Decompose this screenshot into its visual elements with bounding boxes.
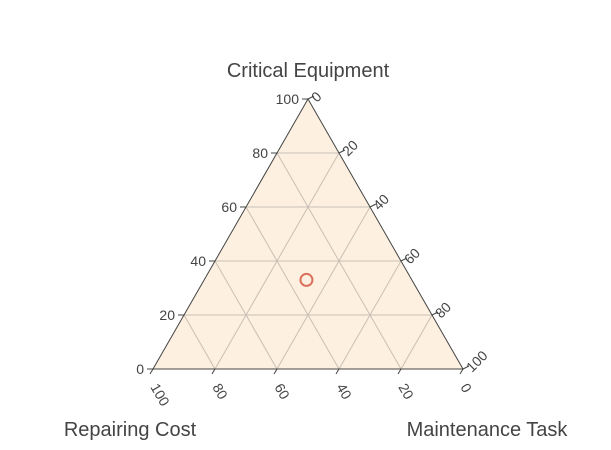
grid-line-c-60 [338, 260, 402, 370]
axis-a-tick-label: 60 [221, 199, 237, 215]
ternary-outline [152, 97, 464, 370]
axis-a-tick-label: 20 [159, 307, 175, 323]
axis-b-tick-label: 100 [147, 381, 173, 409]
axis-c-tick-label: 60 [401, 245, 423, 267]
axis-a-title: Critical Equipment [227, 60, 390, 82]
axis-b-tick-label: 80 [209, 381, 231, 403]
axis-b-tick-mark [335, 368, 340, 375]
axis-a-ticks: 0 20 40 60 80 100 [136, 91, 308, 377]
data-point-marker [299, 272, 314, 287]
axis-c-title: Maintenance Task [407, 419, 569, 441]
axis-a-tick-label: 100 [276, 91, 300, 107]
axis-c-tick-label: 20 [339, 137, 361, 159]
data-points [299, 272, 314, 287]
ternary-plot-area [153, 99, 463, 369]
axis-b-tick-label: 0 [457, 381, 475, 396]
axis-b-tick-mark [149, 368, 154, 375]
grid-line-c-80 [400, 314, 433, 370]
axis-a-tick-label: 40 [190, 253, 206, 269]
axis-b-tick-mark [211, 368, 216, 375]
axis-b-tick-mark [273, 368, 278, 375]
axis-b-tick-label: 20 [395, 381, 417, 403]
axis-c-tick-label: 100 [463, 347, 491, 375]
axis-c-tick-mark [400, 257, 408, 262]
axis-b-ticks: 0 20 40 60 80 100 [147, 368, 475, 409]
axis-b-title: Repairing Cost [64, 419, 197, 441]
grid-line-b-60 [214, 260, 278, 370]
grid-line-b-80 [183, 314, 216, 370]
axis-a-tick-label: 0 [136, 361, 144, 377]
grid-line-b-40 [245, 206, 340, 370]
axis-c-tick-label: 80 [432, 299, 454, 321]
axis-c-tick-mark [338, 149, 346, 154]
axis-c-tick-label: 40 [370, 191, 392, 213]
axis-c-tick-mark [462, 365, 470, 370]
axis-b-tick-mark [397, 368, 402, 375]
grid-line-c-40 [276, 206, 371, 370]
axis-a-tick-label: 80 [252, 145, 268, 161]
axis-b-tick-label: 40 [333, 381, 355, 403]
axis-b-tick-mark [459, 368, 464, 375]
axis-b-tick-label: 60 [271, 381, 293, 403]
axis-c-tick-mark [431, 311, 439, 316]
grid-lines [183, 152, 433, 370]
axis-c-tick-mark [369, 203, 377, 208]
axis-c-tick-mark [307, 95, 315, 100]
